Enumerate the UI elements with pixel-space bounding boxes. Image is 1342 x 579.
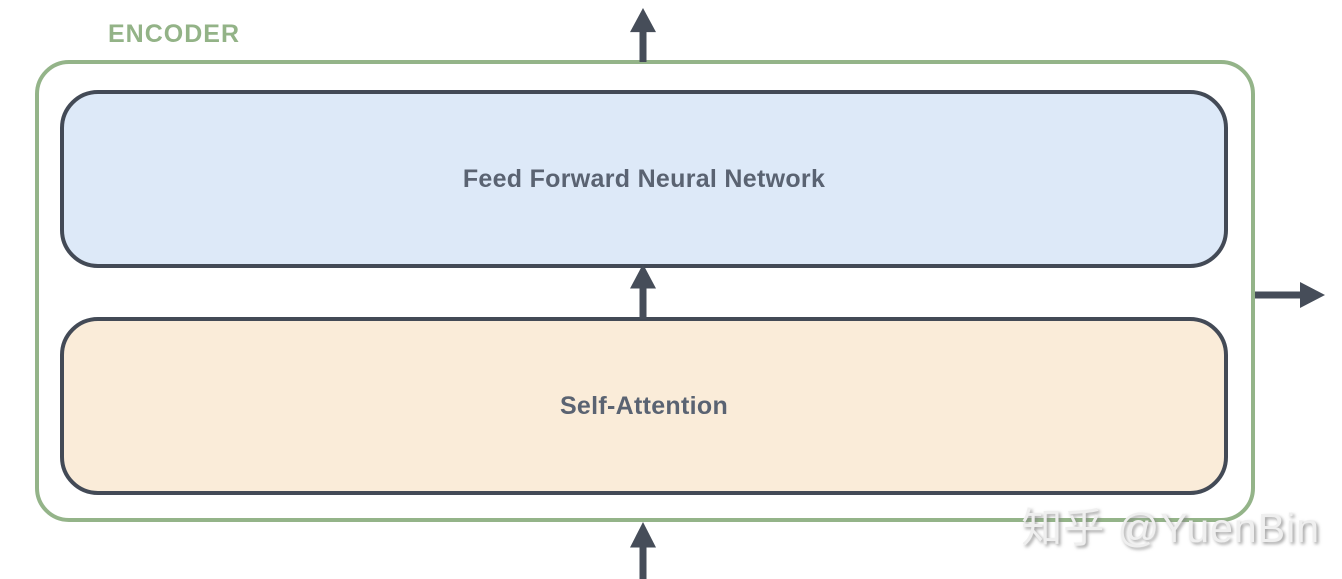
output-arrow-up-icon: [630, 8, 656, 62]
encoder-container-box: [35, 60, 1255, 522]
encoder-label: ENCODER: [108, 20, 241, 48]
self-attention-label: Self-Attention: [559, 391, 729, 420]
feed-forward-box: Feed Forward Neural Network: [60, 90, 1228, 268]
output-arrow-right-icon: [1255, 282, 1325, 308]
input-arrow-up-icon: [630, 522, 656, 579]
self-attention-box: Self-Attention: [60, 317, 1228, 495]
watermark: 知乎 @YuenBin: [1021, 505, 1320, 551]
internal-arrow-up-icon: [630, 264, 656, 319]
feed-forward-label: Feed Forward Neural Network: [462, 164, 826, 193]
